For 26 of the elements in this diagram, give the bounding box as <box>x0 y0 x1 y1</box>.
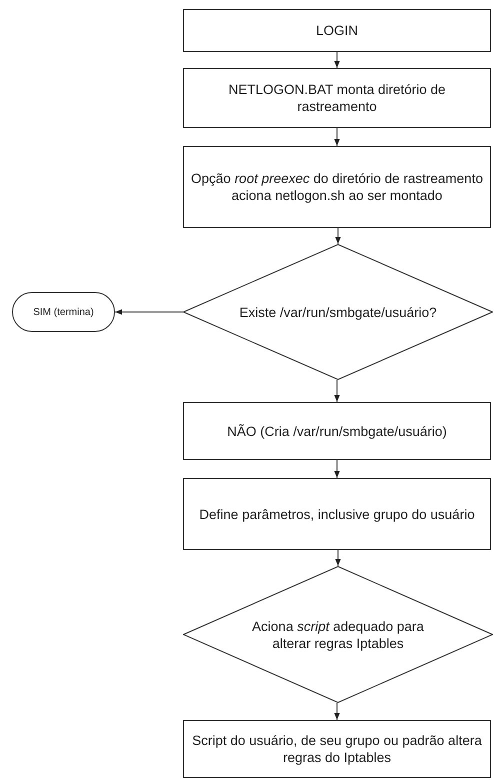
node-text: NÃO (Cria /var/run/smbgate/usuário) <box>227 422 447 440</box>
node-text: Aciona script adequado para alterar regras Iptables <box>251 618 425 652</box>
node-text: LOGIN <box>316 22 358 39</box>
arrow <box>334 380 340 402</box>
decision-diamond <box>183 566 493 703</box>
process-box <box>183 9 491 52</box>
process-box <box>183 720 491 778</box>
process-box <box>183 402 491 460</box>
arrow <box>334 702 340 720</box>
process-box <box>183 146 491 228</box>
node-text: Opção root preexec do diretório de rastreamento aciona netlogon.sh ao ser montado <box>191 170 483 204</box>
process-box <box>183 478 491 550</box>
process-box <box>183 68 491 128</box>
arrow <box>334 52 340 68</box>
node-text: SIM (termina) <box>33 306 94 320</box>
arrow <box>335 550 341 566</box>
node-text: Existe /var/run/smbgate/usuário? <box>239 304 437 320</box>
arrow <box>114 309 184 315</box>
terminal-pill <box>12 292 115 332</box>
node-text: Define parâmetros, inclusive grupo do usuário <box>199 506 475 522</box>
arrow <box>335 228 341 244</box>
decision-diamond <box>183 244 493 380</box>
arrow <box>334 460 340 478</box>
node-text: NETLOGON.BAT monta diretório de rastreamento <box>227 81 447 115</box>
arrow <box>334 128 340 146</box>
node-text: Script do usuário, de seu grupo ou padrão altera regras do Iptables <box>191 732 483 766</box>
